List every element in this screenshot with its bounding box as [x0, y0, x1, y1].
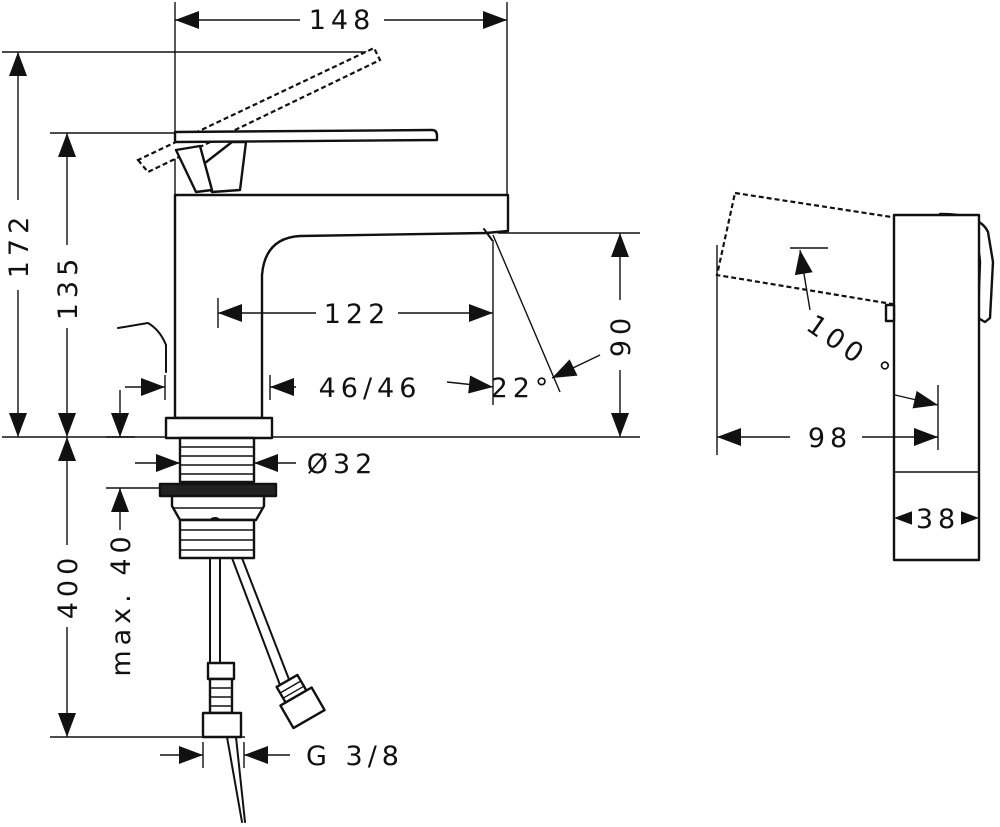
dim-g-3-8-label: G 3/8 — [306, 741, 404, 772]
popup-rod — [117, 322, 167, 373]
lever-handle — [173, 128, 439, 144]
dim-400-label: 400 — [53, 553, 84, 620]
dim-135-label: 135 — [53, 254, 84, 321]
side-body — [892, 213, 981, 562]
dim-22-label: 22° — [491, 373, 554, 404]
dim-400: 400 — [53, 437, 84, 737]
dim-98-label: 98 — [808, 423, 852, 454]
dim-90: 90 — [606, 233, 637, 437]
dim-g-3-8: G 3/8 — [160, 741, 404, 772]
mounting-washer — [158, 482, 278, 498]
dim-46-label: 46/46 — [319, 373, 422, 404]
dim-172: 172 — [4, 52, 35, 437]
dim-122: 122 — [217, 298, 493, 330]
dim-90-label: 90 — [606, 313, 637, 357]
dim-135: 135 — [53, 133, 84, 437]
front-view: 148 172 135 400 — [2, 2, 640, 823]
dim-max-40: max. 40 — [106, 390, 160, 677]
lower-shank — [178, 518, 256, 560]
dim-38-label: 38 — [916, 504, 960, 535]
dim-98: 98 — [717, 423, 938, 454]
dim-22-angle: 22° — [491, 354, 601, 404]
dim-148-label: 148 — [309, 5, 376, 36]
dim-diameter-32: Ø32 — [135, 449, 378, 480]
dim-100-label: 100 ° — [801, 309, 900, 391]
threaded-shank — [178, 436, 256, 484]
side-lever-open-outline — [715, 191, 900, 307]
dim-38: 38 — [894, 504, 979, 535]
supply-hoses — [201, 557, 326, 823]
base-flange — [164, 416, 274, 440]
dim-148: 148 — [175, 5, 507, 36]
dim-46-46: 46/46 — [125, 373, 494, 404]
dim-max-40-label: max. 40 — [106, 531, 137, 676]
side-view: 100 ° 98 38 — [715, 191, 995, 562]
dim-32-label: Ø32 — [307, 449, 378, 480]
dim-122-label: 122 — [324, 299, 391, 330]
lever-link — [174, 144, 214, 194]
dim-172-label: 172 — [4, 212, 35, 279]
